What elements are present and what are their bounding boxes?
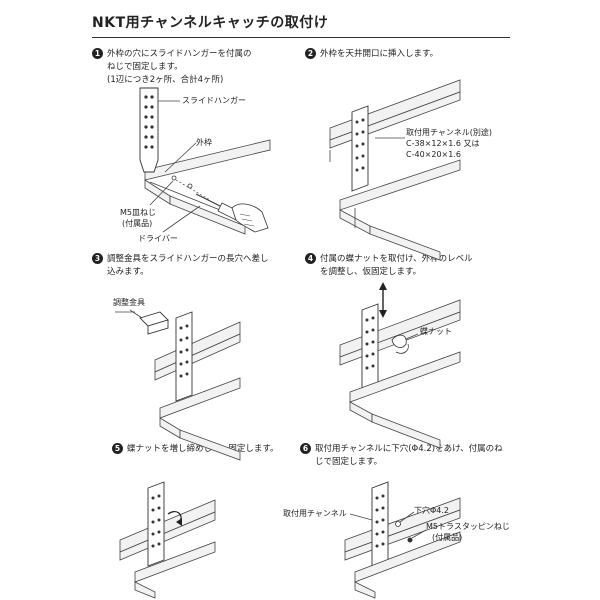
step-1-line-1: 外枠の穴にスライドハンガーを付属の — [107, 49, 252, 59]
step-3-line-1: 調整金具をスライドハンガーの長穴へ差し — [107, 254, 269, 264]
step-2-line-1: 外枠を天井開口に挿入します。 — [320, 49, 439, 59]
page-title: NKT用チャンネルキャッチの取付け — [92, 15, 329, 31]
step-3-illustration — [115, 309, 241, 461]
step-3-line-2: 込みます。 — [107, 267, 149, 277]
step-1-line-2: ねじで固定します。 — [107, 62, 183, 72]
step-1-number: 1 — [92, 48, 103, 59]
step-5-illustration — [119, 481, 216, 599]
step-5-number: 5 — [112, 443, 123, 454]
step-3-text: 3 調整金具をスライドハンガーの長穴へ差し 込みます。 — [92, 253, 312, 279]
step-4-illustration — [339, 282, 461, 449]
step-4-text: 4 付属の蝶ナットを取付け、外枠のレベル を調整し、仮固定します。 — [305, 253, 525, 279]
step-6-line-1: 取付用チャンネルに下穴(Φ4.2)をあけ、付属のね — [315, 444, 503, 454]
step-3-number: 3 — [92, 253, 103, 264]
step-6-illustration — [344, 481, 461, 599]
step-6-number: 6 — [300, 443, 311, 454]
label-driver: ドライバー — [138, 234, 178, 243]
label-channel-line-2: C-38×12×1.6 又は — [406, 139, 480, 148]
step-1-text: 1 外枠の穴にスライドハンガーを付属の ねじで固定します。 (1辺につき2ヶ所、合… — [92, 48, 312, 87]
step-2-number: 2 — [305, 48, 316, 59]
title-divider — [92, 37, 510, 38]
label-adjust-bracket: 調整金具 — [113, 298, 145, 307]
step-4-number: 4 — [305, 253, 316, 264]
label-mount-channel: 取付用チャンネル — [283, 509, 347, 518]
step-5-text: 5 蝶ナットを増し締めして、固定します。 — [112, 443, 312, 456]
label-tapping-screw: M5トラスタッピンねじ — [426, 522, 510, 531]
label-wing-nut: 蝶ナット — [420, 327, 452, 336]
step-2-illustration — [329, 79, 461, 261]
label-channel-line-3: C-40×20×1.6 — [406, 150, 461, 159]
step-6-line-2: じで固定します。 — [315, 457, 383, 467]
step-1-line-3: (1辺につき2ヶ所、合計4ヶ所) — [107, 75, 224, 85]
label-slide-hanger: スライドハンガー — [182, 96, 246, 105]
step-4-line-2: を調整し、仮固定します。 — [320, 267, 422, 277]
label-pilot-hole: 下穴Φ4.2 — [414, 506, 450, 515]
label-m5-screw-sub: (付属品) — [122, 219, 153, 228]
step-2-text: 2 外枠を天井開口に挿入します。 — [305, 48, 525, 61]
step-1-illustration — [139, 87, 271, 235]
step-5-line-1: 蝶ナットを増し締めして、固定します。 — [127, 444, 279, 454]
label-m5-screw: M5皿ねじ — [120, 208, 156, 217]
step-4-line-1: 付属の蝶ナットを取付け、外枠のレベル — [320, 254, 473, 264]
step-6-text: 6 取付用チャンネルに下穴(Φ4.2)をあけ、付属のね じで固定します。 — [300, 443, 530, 469]
label-outer-frame: 外枠 — [196, 138, 212, 147]
label-tapping-screw-sub: (付属品) — [432, 533, 463, 542]
label-channel-line-1: 取付用チャンネル(別途) — [406, 128, 493, 137]
